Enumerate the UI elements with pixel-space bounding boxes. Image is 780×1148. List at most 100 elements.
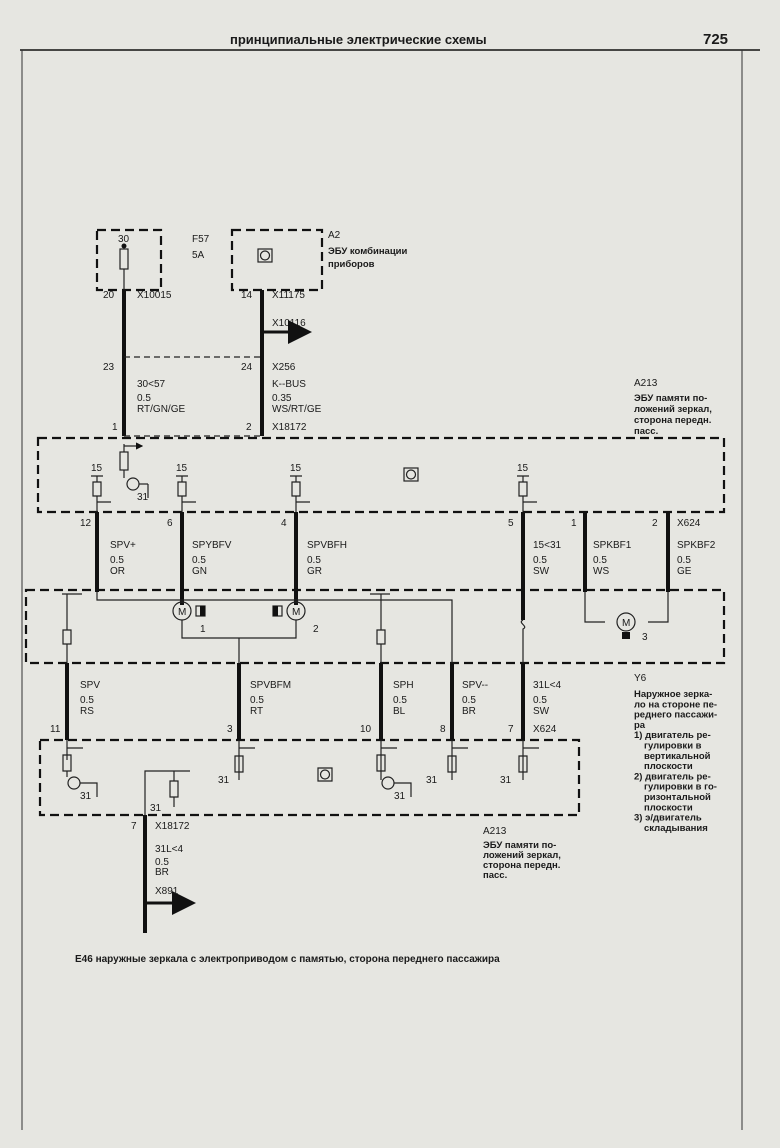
- motor-number: 1: [200, 624, 206, 635]
- wire-label: 0.5: [533, 555, 547, 566]
- y6-description: Y6 Наружное зерка-ло на стороне пе-редне…: [634, 673, 717, 834]
- wire-label: SPYBFV: [192, 540, 232, 551]
- wire-label: SPV+: [110, 540, 136, 551]
- wire-label: 0.5: [250, 695, 264, 706]
- wire-label: 0.5: [155, 857, 169, 868]
- motor-2-icon: M 2: [272, 601, 319, 635]
- motor-3-icon: M 3: [616, 612, 648, 643]
- connector-label: X11175: [272, 290, 305, 301]
- ground-label: 31: [150, 803, 162, 814]
- wire-label: K--BUS: [272, 379, 306, 390]
- x256-labels: 23 24 X256 30<57 0.5 RT/GN/GE K--BUS 0.3…: [103, 362, 322, 433]
- supply-label: 15: [176, 463, 188, 474]
- pin-label: 12: [80, 518, 92, 529]
- branch-connector-label: X891: [155, 886, 179, 897]
- wire-label: OR: [110, 566, 125, 577]
- supply-label: 15: [91, 463, 103, 474]
- pin-label: 8: [440, 724, 446, 735]
- wire-label: 15<31: [533, 540, 562, 551]
- wire-label: WS: [593, 566, 609, 577]
- wire-label: SPKBF1: [593, 540, 632, 551]
- wire-label: 0.35: [272, 393, 292, 404]
- a213-desc: пасс.: [483, 870, 507, 881]
- wire-label: SPV: [80, 680, 100, 691]
- fuse-terminal: 30: [118, 234, 130, 245]
- wire-label: GR: [307, 566, 322, 577]
- pin-label: 2: [652, 518, 658, 529]
- a213-upper-label: A213 ЭБУ памяти по- ложений зеркал, стор…: [634, 378, 712, 437]
- y6-desc-line: гулировки в: [644, 741, 702, 752]
- a213-desc: сторона передн.: [483, 860, 560, 871]
- wire-label: 0.5: [192, 555, 206, 566]
- ecu-a2: A2 ЭБУ комбинации приборов 14 X11175 X10…: [230, 228, 408, 344]
- pin-label: 20: [103, 290, 115, 301]
- pin-label: 1: [571, 518, 577, 529]
- y6-desc-line: гулировки в го-: [644, 782, 717, 793]
- connector-label: X624: [677, 518, 701, 529]
- diagram-caption: Е46 наружные зеркала с электроприводом с…: [75, 954, 500, 965]
- pin-label: 4: [281, 518, 287, 529]
- wire-label: SPKBF2: [677, 540, 716, 551]
- connector-label: X18172: [155, 821, 190, 832]
- fuse-id: F57: [192, 234, 210, 245]
- wire-label: 0.5: [677, 555, 691, 566]
- wire-label: SPVBFH: [307, 540, 347, 551]
- wire-label: BR: [155, 867, 169, 878]
- a213-desc: ложений зеркал,: [634, 404, 712, 415]
- motor-number: 2: [313, 624, 319, 635]
- a213-desc: сторона передн.: [634, 415, 711, 426]
- a213-id: A213: [483, 826, 507, 837]
- a213-lower-box: 31 31 31 31 31 31: [38, 738, 581, 817]
- wire-label: 31L<4: [533, 680, 562, 691]
- upper-wire-labels: SPV+0.5ORSPYBFV0.5GNSPVBFH0.5GR15<310.5S…: [110, 540, 716, 577]
- pin-label: 11: [50, 724, 61, 735]
- wire-label: SPH: [393, 680, 414, 691]
- y6-desc-line: реднего пассажи-: [634, 710, 717, 721]
- y6-desc-line: плоскости: [644, 802, 693, 813]
- wire-label: 31L<4: [155, 844, 184, 855]
- pin-label: 6: [167, 518, 173, 529]
- pin-label: 7: [508, 724, 514, 735]
- a213-desc: ЭБУ памяти по-: [483, 840, 556, 851]
- wire-label: 30<57: [137, 379, 166, 390]
- a213-desc: ложений зеркал,: [483, 850, 561, 861]
- wire-label: RT: [250, 706, 263, 717]
- wire-label: BL: [393, 706, 406, 717]
- wire-label: SPV--: [462, 680, 488, 691]
- pin-label: 3: [227, 724, 233, 735]
- y6-desc-line: 3) э/двигатель: [634, 813, 702, 824]
- connector-label: X10015: [137, 290, 172, 301]
- page-number: 725: [703, 31, 728, 48]
- ground-label: 31: [426, 775, 438, 786]
- supply-label: 15: [290, 463, 302, 474]
- wire-label: GN: [192, 566, 207, 577]
- lower-pin-labels: 11 3 10 8 7 X624: [50, 724, 557, 735]
- pin-label: 23: [103, 362, 115, 373]
- a2-desc: приборов: [328, 259, 375, 270]
- y6-desc-line: ризонтальной: [644, 792, 711, 803]
- motor-symbol: M: [622, 618, 630, 629]
- supply-15-taps: 15 15 15 15: [91, 463, 537, 512]
- page-header: принципиальные электрические схемы 725: [20, 31, 760, 1130]
- wire-label: SW: [533, 566, 550, 577]
- ground-label: 31: [394, 791, 406, 802]
- y6-desc-line: Наружное зерка-: [634, 689, 712, 700]
- wire-label: 0.5: [110, 555, 124, 566]
- motor-number: 3: [642, 632, 648, 643]
- pin-label: 14: [241, 290, 253, 301]
- y6-desc-line: 2) двигатель ре-: [634, 771, 711, 782]
- header-title: принципиальные электрические схемы: [230, 32, 487, 47]
- motor-symbol: M: [292, 607, 300, 618]
- branch-connector-label: X10116: [272, 318, 306, 329]
- pin-label: 7: [131, 821, 137, 832]
- wire-label: 0.5: [393, 695, 407, 706]
- y6-desc-line: ра: [634, 720, 646, 731]
- wire-label: RS: [80, 706, 94, 717]
- wire-label: SW: [533, 706, 550, 717]
- connector-label: X18172: [272, 422, 307, 433]
- a2-desc: ЭБУ комбинации: [328, 246, 408, 257]
- a2-id: A2: [328, 230, 341, 241]
- wire-label: RT/GN/GE: [137, 404, 185, 415]
- lower-wire-labels: SPV0.5RSSPVBFM0.5RTSPH0.5BLSPV--0.5BR31L…: [80, 680, 562, 717]
- a213-lower-label: A213 ЭБУ памяти по- ложений зеркал, стор…: [483, 826, 561, 881]
